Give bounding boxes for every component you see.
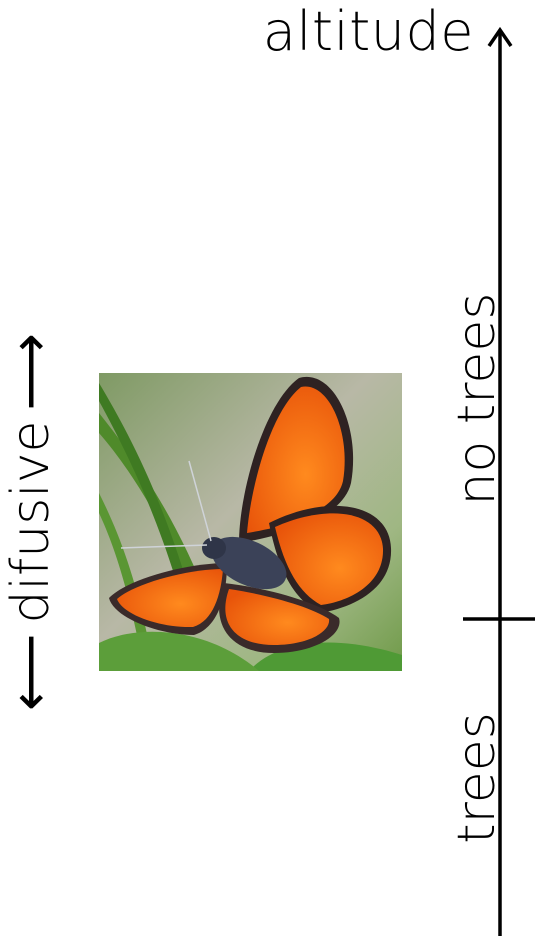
left-arrow: ⟵ (0, 624, 61, 721)
difusive-label-group: ⟵difusive⟶ (0, 302, 60, 742)
butterfly-photo (99, 373, 402, 671)
axis-arrowhead (489, 30, 511, 46)
difusive-label: difusive (1, 420, 61, 623)
right-arrow: ⟶ (0, 323, 61, 420)
zone-label-trees: trees (447, 628, 507, 928)
zone-label-no-trees: no trees (447, 249, 507, 549)
axis-title: altitude (263, 2, 474, 62)
